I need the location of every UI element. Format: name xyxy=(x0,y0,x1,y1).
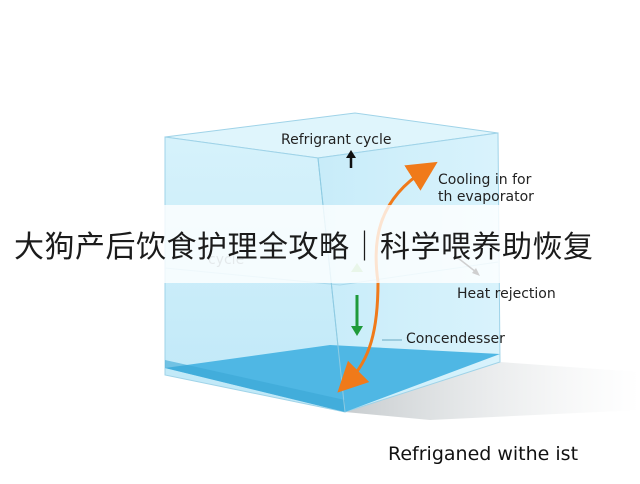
cooling-label-line1: Cooling in for xyxy=(438,172,532,188)
title-banner xyxy=(0,205,640,283)
heat-rejection-label: Heat rejection xyxy=(457,286,556,302)
bottom-caption: Refriganed withe ist xyxy=(388,443,579,465)
condenser-label: Concendesser xyxy=(406,331,505,347)
box-shadow xyxy=(345,362,640,420)
box-bottom-liquid-front xyxy=(165,360,345,412)
cooling-label-line2: th evaporator xyxy=(438,189,534,205)
orange-return-arrow xyxy=(337,281,380,393)
black-up-arrow-head xyxy=(346,150,356,158)
banner-title: 大狗产后饮食护理全攻略｜科学喂养助恢复 xyxy=(14,230,594,265)
box-bottom-liquid xyxy=(165,345,500,412)
refrigerant-cycle-label: Refrigrant cycle xyxy=(281,132,392,148)
green-down-arrow-head xyxy=(351,326,363,336)
